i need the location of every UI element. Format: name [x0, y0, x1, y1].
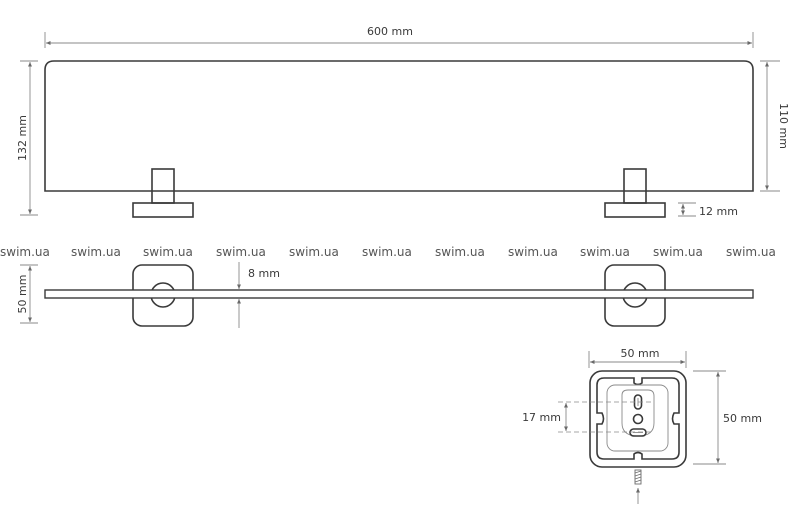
- mount-outer-square: [589, 370, 687, 468]
- watermark: swim.ua: [726, 245, 776, 259]
- screw-icon: [634, 469, 642, 485]
- watermark: swim.ua: [580, 245, 630, 259]
- detail-view: 50 mm 17 mm 50 mm: [522, 347, 762, 504]
- right-bracket-stem: [623, 168, 647, 204]
- mount-inner-frame: [596, 377, 680, 460]
- hole-spacing-label: 17 mm: [522, 411, 561, 424]
- depth-label: 50 mm: [16, 275, 29, 314]
- watermark: swim.ua: [362, 245, 412, 259]
- front-view: 600 mm 132 mm 110 mm 12 mm: [16, 25, 790, 218]
- keyhole-plate: [621, 389, 655, 437]
- bracket-label: 12 mm: [699, 205, 738, 218]
- watermark-row: swim.ua swim.ua swim.ua swim.ua swim.ua …: [0, 245, 776, 259]
- mount-plate: [606, 384, 669, 452]
- glass-shelf-top: [44, 289, 754, 299]
- watermark: swim.ua: [289, 245, 339, 259]
- center-hole: [632, 413, 644, 425]
- width-label: 600 mm: [367, 25, 413, 38]
- watermark: swim.ua: [435, 245, 485, 259]
- left-bracket-stem: [151, 168, 175, 204]
- thickness-label: 8 mm: [248, 267, 280, 280]
- watermark: swim.ua: [71, 245, 121, 259]
- watermark: swim.ua: [216, 245, 266, 259]
- watermark: swim.ua: [143, 245, 193, 259]
- left-height-label: 132 mm: [16, 115, 29, 161]
- detail-width-label: 50 mm: [621, 347, 660, 360]
- watermark: swim.ua: [0, 245, 50, 259]
- horizontal-slot: [629, 428, 647, 437]
- watermark: swim.ua: [653, 245, 703, 259]
- detail-height-label: 50 mm: [723, 412, 762, 425]
- watermark: swim.ua: [508, 245, 558, 259]
- right-height-label: 110 mm: [777, 103, 790, 149]
- top-view: 50 mm 8 mm: [16, 262, 754, 328]
- right-bracket-base: [604, 202, 666, 218]
- glass-shelf-front: [44, 60, 754, 192]
- left-bracket-base: [132, 202, 194, 218]
